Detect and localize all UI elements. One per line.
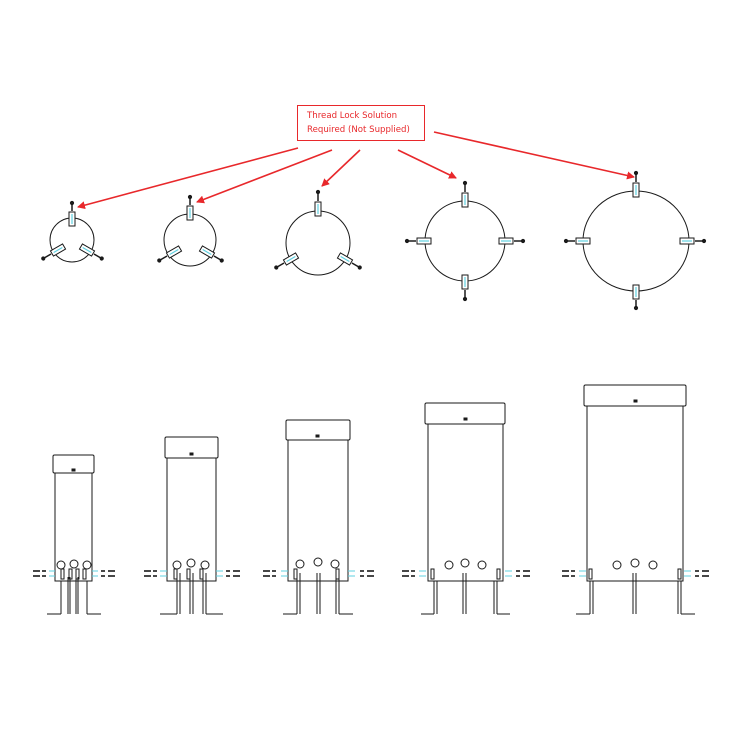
callout-line-1: Thread Lock Solution (307, 111, 398, 121)
bolt-head (69, 200, 75, 206)
callout-line-2: Required (Not Supplied) (307, 125, 410, 135)
arrow-1 (77, 147, 299, 210)
side-view-assembly-4 (402, 402, 530, 615)
tank-outline (285, 210, 351, 276)
top-view-assembly-5 (563, 170, 707, 311)
side-view-assembly-1 (33, 454, 115, 615)
thread-lock-callout: Thread Lock Solution Required (Not Suppl… (297, 105, 425, 141)
top-view-assembly-1 (41, 200, 104, 263)
tank-outline (424, 200, 506, 282)
top-view-row (41, 170, 707, 311)
tank-body (54, 472, 93, 582)
lid-screw (71, 468, 76, 472)
side-view-row (33, 384, 709, 615)
callout-arrows (77, 131, 635, 210)
top-view-assembly-2 (157, 194, 224, 267)
arrow-2 (196, 149, 333, 204)
sensor-left (41, 243, 67, 261)
side-view-assembly-5 (562, 384, 709, 615)
side-view-assembly-3 (263, 419, 374, 615)
sensor-right (78, 243, 104, 261)
tank-outline (163, 213, 217, 267)
arrow-5 (433, 131, 635, 180)
arrow-3 (321, 149, 361, 187)
tank-outline (582, 190, 690, 292)
side-view-assembly-2 (144, 436, 240, 615)
top-view-assembly-3 (274, 189, 362, 276)
top-view-assembly-4 (404, 180, 526, 302)
arrow-4 (397, 149, 457, 179)
